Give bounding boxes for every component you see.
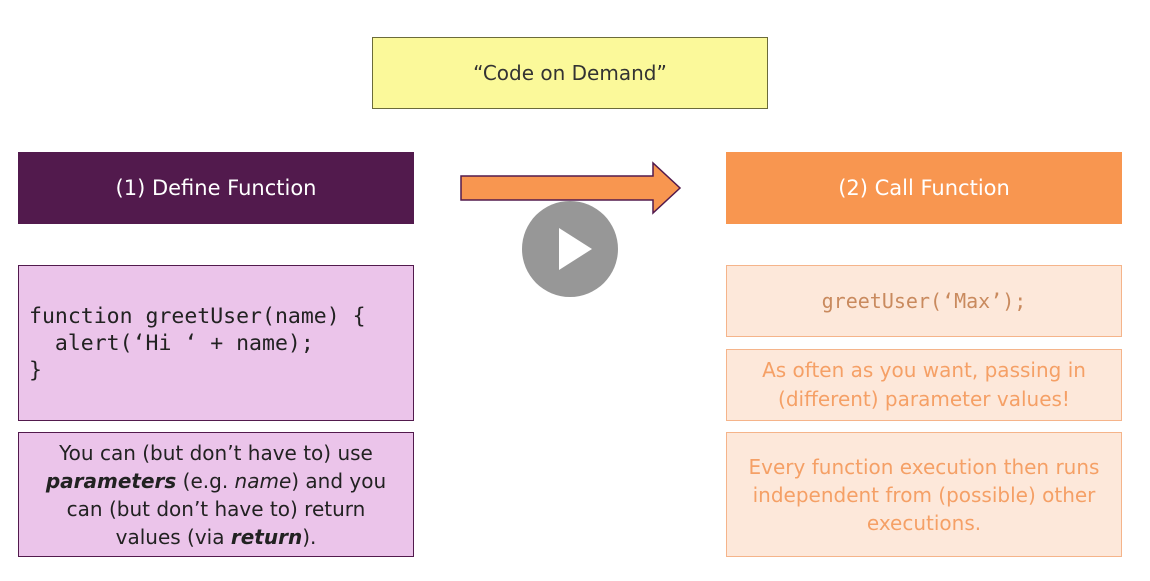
- note-keyword-parameters: parameters: [45, 468, 177, 493]
- independent-execution-note-text: Every function execution then runs indep…: [748, 454, 1100, 535]
- parameters-note: You can (but don’t have to) use paramete…: [18, 432, 414, 557]
- define-function-header: (1) Define Function: [18, 152, 414, 224]
- note-keyword-name: name: [234, 468, 292, 493]
- call-function-header: (2) Call Function: [726, 152, 1122, 224]
- diagram-title-text: “Code on Demand”: [473, 61, 667, 85]
- function-call-code-block: greetUser(‘Max’);: [726, 265, 1122, 337]
- function-definition-code-block: function greetUser(name) { alert(‘Hi ‘ +…: [18, 265, 414, 421]
- note-text-part: ) and you can (but don’t have to) return…: [66, 468, 387, 549]
- play-icon: [559, 228, 592, 270]
- right-arrow-icon: [460, 161, 682, 215]
- function-call-code: greetUser(‘Max’);: [821, 289, 1027, 313]
- parameters-note-text: You can (but don’t have to) use paramete…: [31, 439, 401, 551]
- call-frequency-note: As often as you want, passing in (differ…: [726, 349, 1122, 421]
- call-frequency-note-text: As often as you want, passing in (differ…: [762, 358, 1086, 411]
- note-text-part: You can (but don’t have to) use: [59, 440, 373, 465]
- independent-execution-note: Every function execution then runs indep…: [726, 432, 1122, 557]
- call-function-header-text: (2) Call Function: [838, 176, 1010, 200]
- function-definition-code: function greetUser(name) { alert(‘Hi ‘ +…: [29, 303, 366, 383]
- note-text-part: (e.g.: [176, 468, 235, 493]
- video-play-button[interactable]: [522, 201, 618, 297]
- diagram-title: “Code on Demand”: [372, 37, 768, 109]
- note-text-part: ).: [302, 524, 317, 549]
- define-function-header-text: (1) Define Function: [115, 176, 317, 200]
- note-keyword-return: return: [230, 524, 303, 549]
